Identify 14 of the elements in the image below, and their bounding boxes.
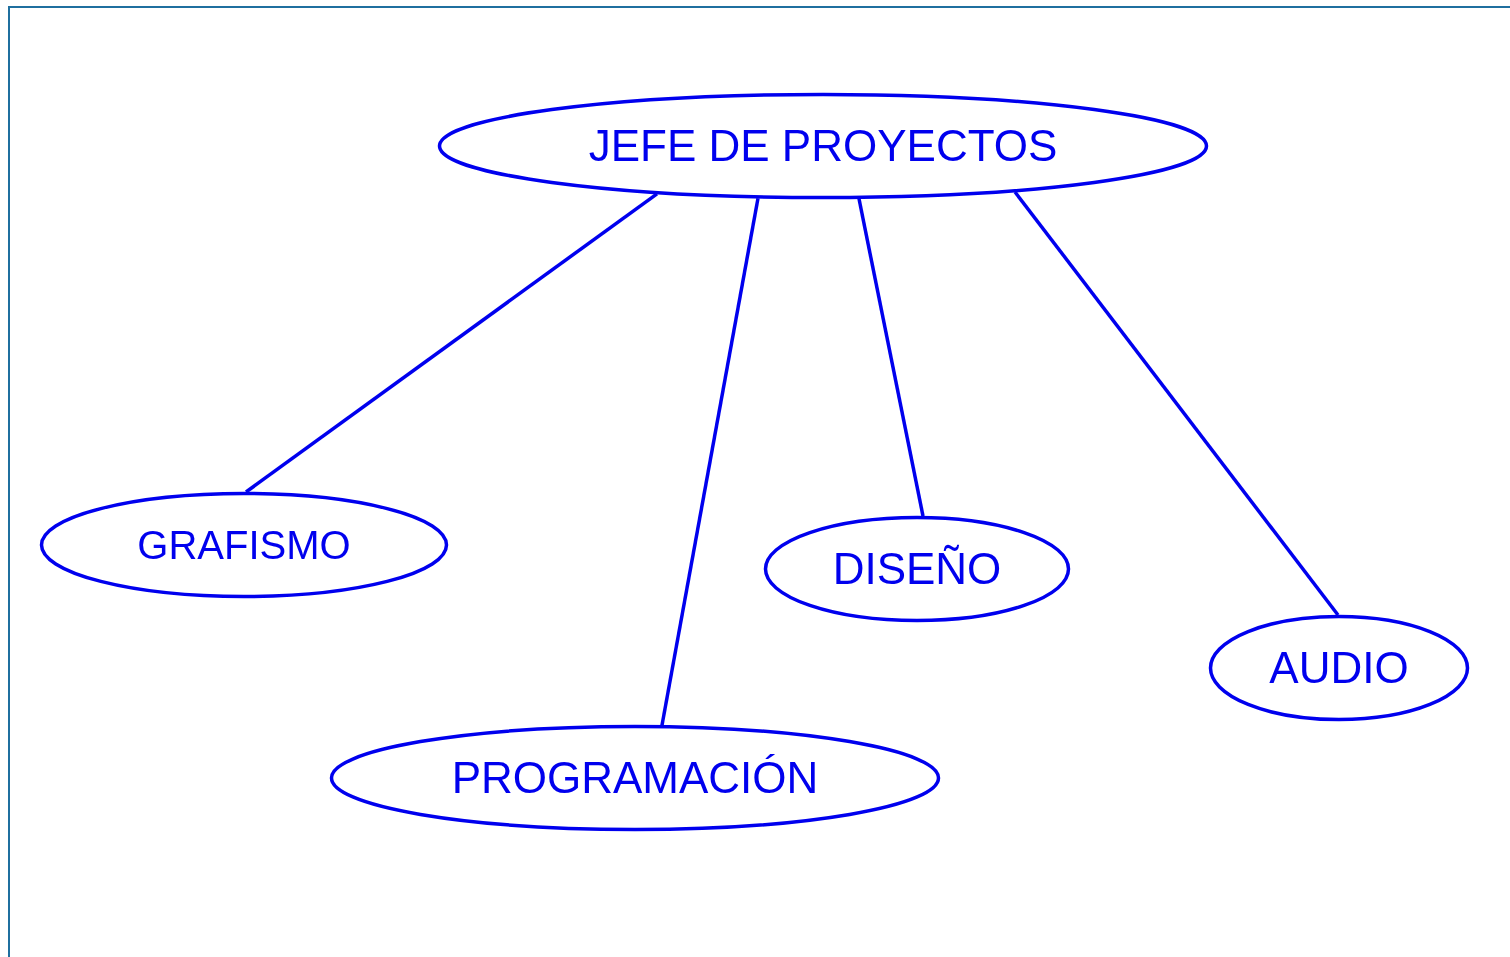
connector-line [244, 192, 659, 494]
ellipse-node [330, 725, 940, 831]
connector-line [1013, 190, 1340, 617]
node-label: DISEÑO [832, 544, 1002, 594]
ellipse-node [40, 492, 448, 598]
connector-line [857, 198, 925, 517]
node-label: PROGRAMACIÓN [451, 753, 819, 803]
node-label: AUDIO [1269, 643, 1409, 693]
ellipse-node [438, 93, 1208, 199]
ellipse-node [764, 516, 1070, 622]
node-label: GRAFISMO [137, 522, 351, 568]
node-label: JEFE DE PROYECTOS [588, 121, 1058, 171]
ellipse-node [1209, 615, 1469, 721]
connector-line [660, 197, 760, 726]
